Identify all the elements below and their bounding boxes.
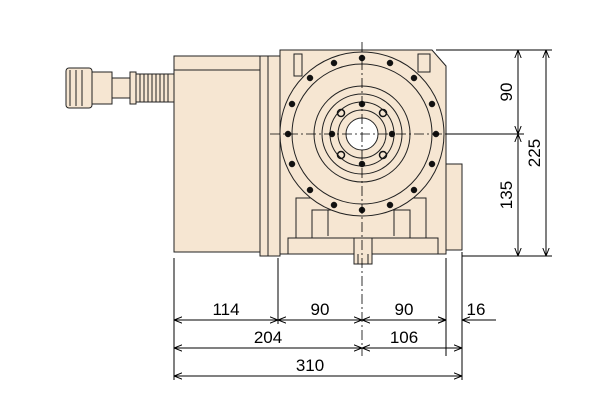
dim-label-90-left: 90 [311, 300, 330, 319]
dim-label-90-right: 90 [395, 300, 414, 319]
dim-label-106: 106 [390, 328, 418, 347]
dim-label-135: 135 [497, 181, 516, 209]
dim-label-225: 225 [525, 139, 544, 167]
vertical-dimensions [518, 50, 546, 256]
cable-connector [65, 67, 175, 109]
horizontal-dimensions [174, 320, 496, 376]
motor-body [173, 55, 281, 257]
dim-label-310: 310 [296, 356, 324, 375]
extension-lines [173, 49, 552, 380]
dim-label-204: 204 [254, 328, 282, 347]
dim-label-90-vertical: 90 [497, 83, 516, 102]
dim-label-114: 114 [212, 300, 239, 319]
cable-thread [139, 74, 169, 102]
dim-label-16: 16 [467, 300, 486, 319]
dimension-labels: 114 90 90 16 204 106 310 90 135 225 [212, 83, 544, 375]
center-lines [270, 42, 460, 356]
